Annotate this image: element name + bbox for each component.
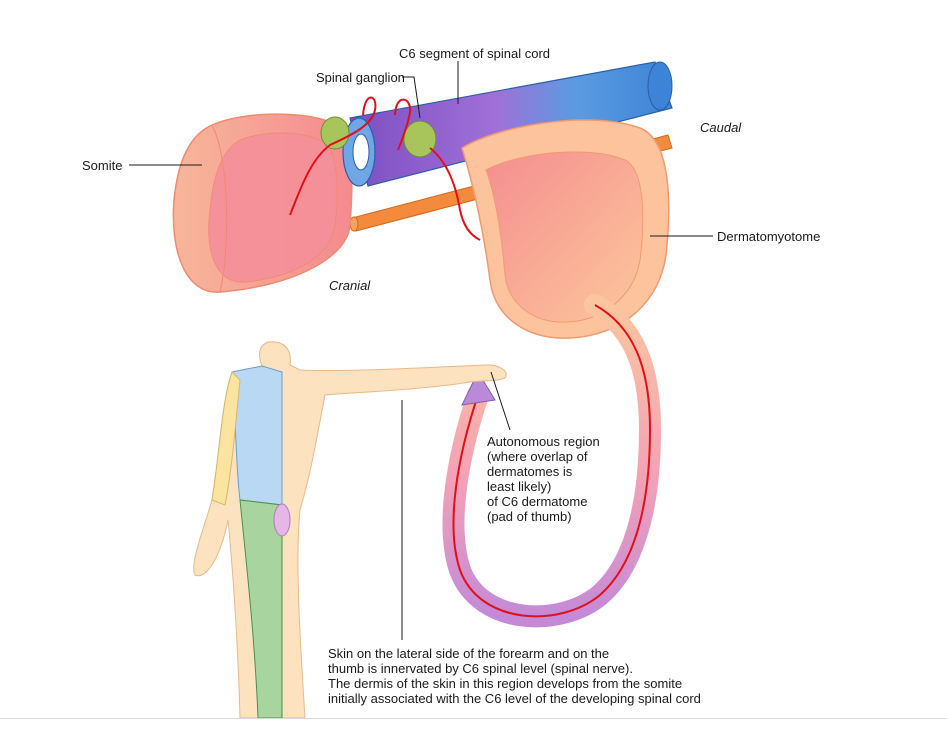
autonomous-line: of C6 dermatome bbox=[487, 494, 588, 509]
autonomous-line: dermatomes is bbox=[487, 464, 573, 479]
spinal-cord bbox=[342, 61, 673, 187]
autonomous-line: Autonomous region bbox=[487, 434, 600, 449]
autonomous-line: (where overlap of bbox=[487, 449, 588, 464]
autonomous-line: (pad of thumb) bbox=[487, 509, 572, 524]
label-caudal: Caudal bbox=[700, 120, 742, 135]
autonomous-line: least likely) bbox=[487, 479, 552, 494]
caption-line: Skin on the lateral side of the forearm … bbox=[328, 646, 610, 661]
label-c6-segment: C6 segment of spinal cord bbox=[399, 46, 551, 61]
somite bbox=[172, 113, 353, 293]
divider bbox=[0, 718, 947, 719]
caption-line: initially associated with the C6 level o… bbox=[328, 691, 701, 706]
caption: Skin on the lateral side of the forearm … bbox=[328, 646, 701, 706]
label-cranial: Cranial bbox=[329, 278, 371, 293]
label-dermatomyotome: Dermatomyotome bbox=[717, 229, 821, 244]
label-spinal-ganglion: Spinal ganglion bbox=[316, 70, 405, 85]
leader-lines bbox=[129, 61, 713, 640]
caption-line: thumb is innervated by C6 spinal level (… bbox=[328, 661, 633, 676]
human-figure bbox=[193, 341, 507, 719]
caption-line: The dermis of the skin in this region de… bbox=[328, 676, 683, 691]
spinal-nerves bbox=[289, 96, 481, 241]
label-somite: Somite bbox=[82, 158, 123, 173]
label-autonomous-region: Autonomous region (where overlap of derm… bbox=[487, 434, 600, 524]
spinal-ganglion-c6 bbox=[403, 120, 437, 158]
dermatomyotome bbox=[442, 119, 670, 628]
spinal-ganglion-left bbox=[320, 116, 350, 150]
